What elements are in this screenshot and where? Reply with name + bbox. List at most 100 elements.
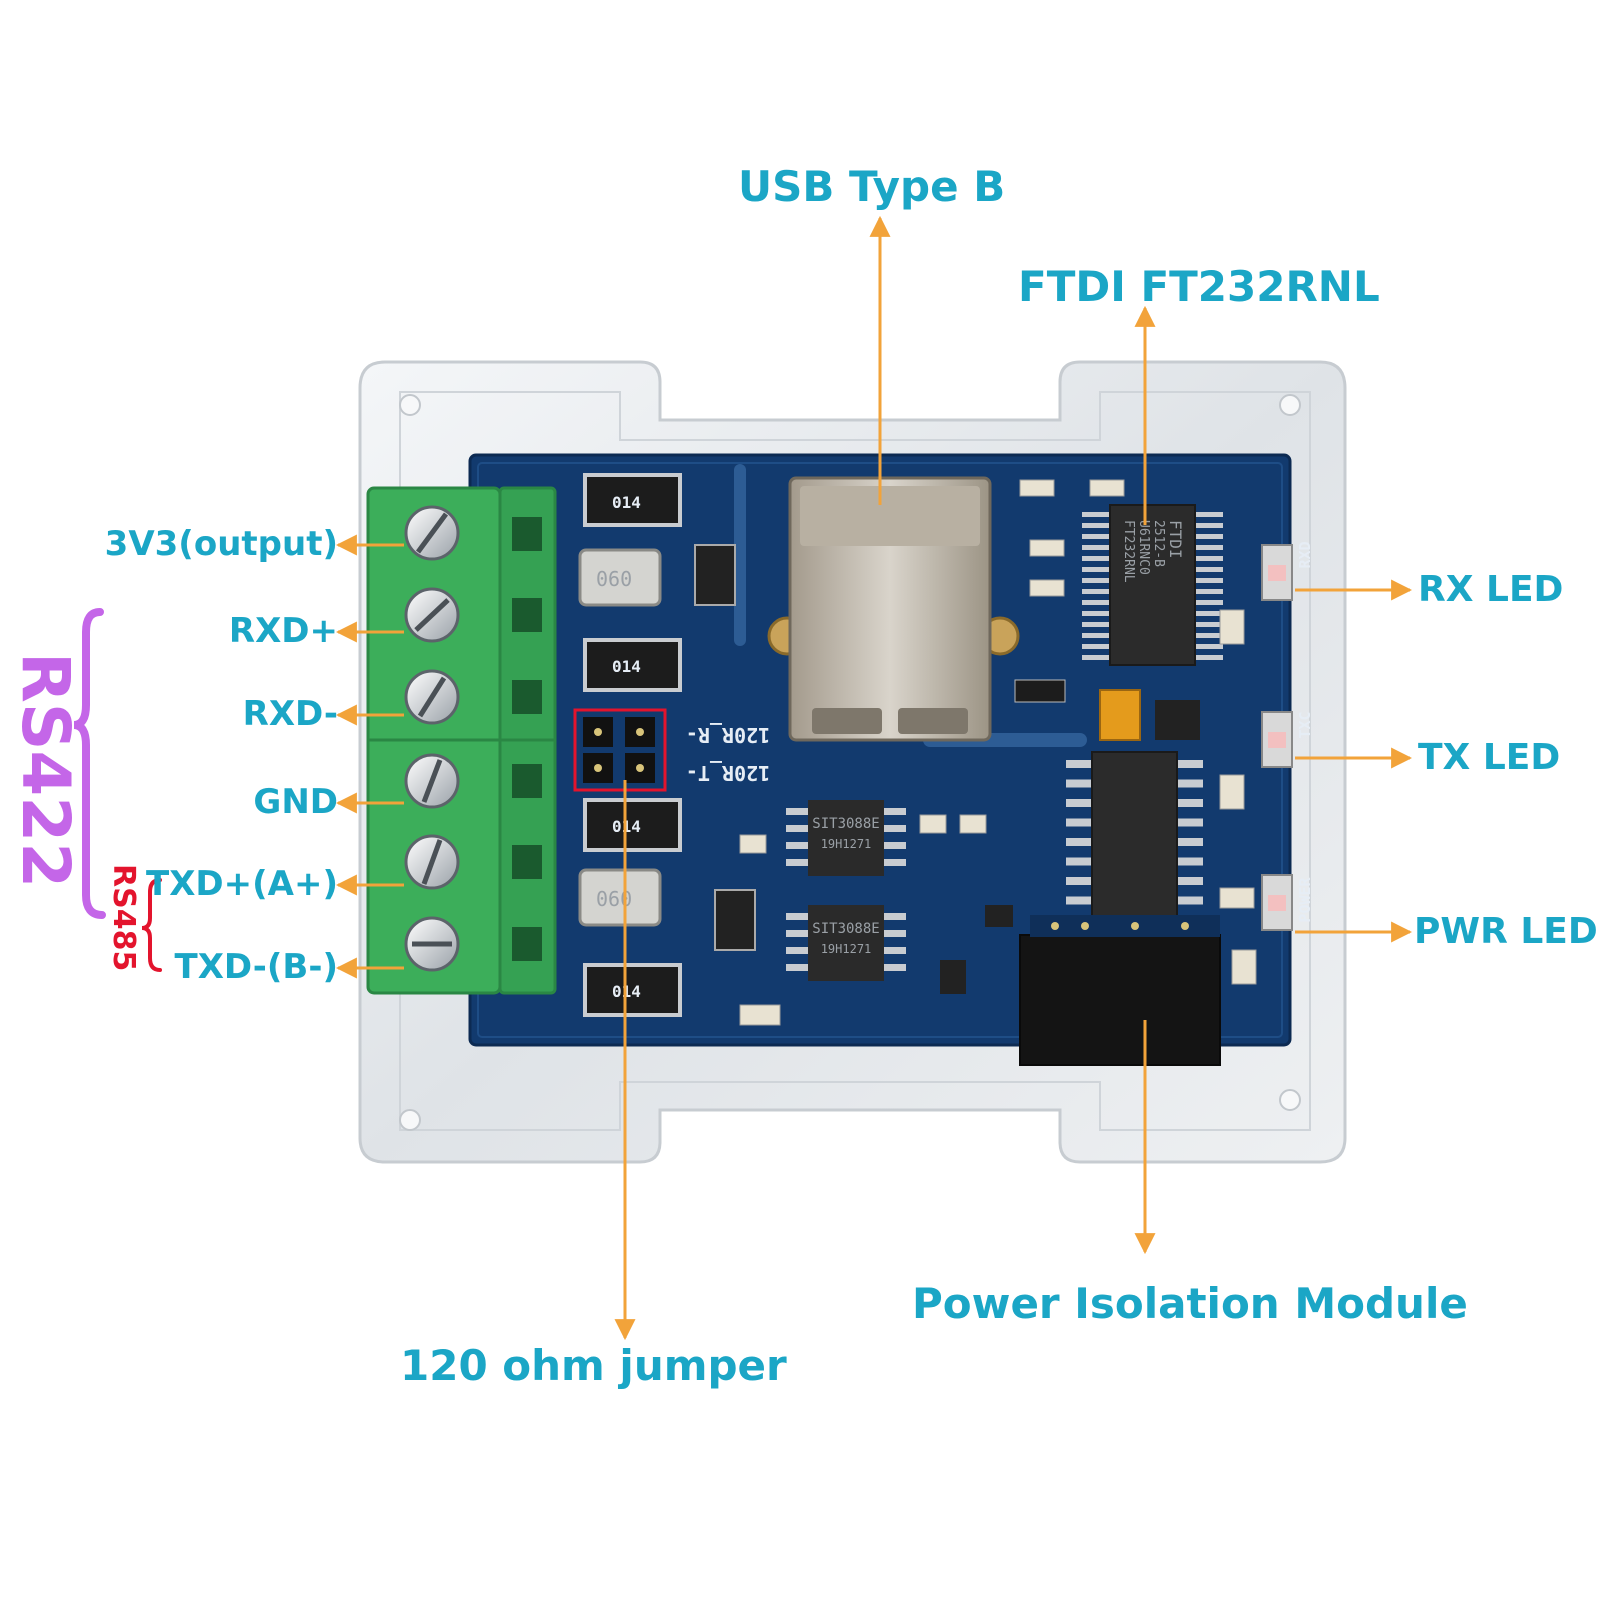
- ftdi-chip: FTDI 2512-B U61RNC0 FT232RNL: [1082, 504, 1223, 666]
- pin-gnd-label: GND: [253, 782, 338, 822]
- chip-pin: [1066, 896, 1092, 905]
- passive-components: [739, 479, 1257, 1026]
- protection-components: 014 060 014 014 060 014: [578, 473, 756, 1017]
- chip-pin: [786, 808, 808, 815]
- chip-pin: [786, 913, 808, 920]
- chip-pin: [1082, 523, 1110, 528]
- usb-connector: [767, 476, 1020, 742]
- usb-type-b-label: USB Type B: [738, 162, 1006, 211]
- terminal-block: [366, 486, 557, 995]
- chip-pin: [1195, 633, 1223, 638]
- chip-pin: [1195, 600, 1223, 605]
- chip-pin: [1082, 534, 1110, 539]
- chip-pin: [1082, 545, 1110, 550]
- chip-pin: [1177, 779, 1203, 788]
- chip-pin: [1177, 799, 1203, 807]
- fuse-marking-1: 014: [612, 493, 641, 512]
- pin-3v3-label: 3V3(output): [104, 524, 338, 564]
- chip-pin: [1195, 644, 1223, 649]
- chip-pin: [1195, 655, 1223, 660]
- transceiver-pins: [786, 808, 906, 971]
- terminal-screws: [404, 505, 460, 972]
- chip-pin: [1082, 644, 1110, 649]
- chip-pin: [1195, 567, 1223, 572]
- chip-pin: [884, 913, 906, 920]
- chip-pin: [1082, 567, 1110, 572]
- pin-txd-minus-label: TXD-(B-): [174, 947, 338, 987]
- chip-pin: [1195, 545, 1223, 550]
- chip-pin: [1177, 838, 1203, 846]
- transceiver-chips: SIT3088E 19H1271 SIT3088E 19H1271: [786, 800, 906, 981]
- jumper-r-silkscreen: 120R_R-: [686, 723, 770, 747]
- transceiver-1-line-2: 19H1271: [821, 837, 872, 851]
- pwr-led-label: PWR LED: [1414, 911, 1598, 952]
- chip-pin: [1066, 779, 1092, 788]
- chip-pin: [1195, 611, 1223, 616]
- chip-pin: [1082, 512, 1110, 517]
- chip-pin: [884, 842, 906, 849]
- status-leds: RXD TXC POWER: [1261, 541, 1314, 931]
- chip-pin: [1177, 896, 1203, 905]
- chip-pin: [884, 859, 906, 866]
- transceiver-2-line-1: SIT3088E: [812, 921, 879, 937]
- chip-pin: [1082, 633, 1110, 638]
- pin-txd-plus-label: TXD+(A+): [146, 864, 338, 904]
- chip-pin: [1082, 622, 1110, 627]
- ftdi-chip-marking: FTDI 2512-B U61RNC0 FT232RNL: [1121, 520, 1185, 583]
- ftdi-chip-line-1: FTDI: [1166, 520, 1185, 559]
- chip-pin: [884, 930, 906, 937]
- chip-pin: [1066, 838, 1092, 846]
- isolator-chip: [1066, 751, 1203, 918]
- rs422-brace: [73, 608, 106, 919]
- chip-pin: [1195, 534, 1223, 539]
- chip-pin: [786, 930, 808, 937]
- chip-pin: [1082, 556, 1110, 561]
- ftdi-chip-line-4: FT232RNL: [1121, 520, 1136, 583]
- rs422-group-label: RS422: [7, 652, 84, 889]
- ftdi-chip-line-3: U61RNC0: [1136, 520, 1151, 575]
- rxd-silkscreen: RXD: [1296, 541, 1314, 568]
- chip-pin: [1082, 578, 1110, 583]
- chip-pin: [1066, 857, 1092, 866]
- chip-pin: [884, 964, 906, 971]
- chip-pin: [1082, 655, 1110, 660]
- jumper-label: 120 ohm jumper: [400, 1341, 787, 1390]
- callout-arrows: [335, 215, 1413, 1341]
- chip-pin: [1066, 877, 1092, 885]
- chip-pin: [1195, 622, 1223, 627]
- chip-pin: [884, 808, 906, 815]
- chip-pin: [1195, 578, 1223, 583]
- fuse-marking-2: 014: [612, 657, 641, 676]
- chip-pin: [884, 825, 906, 832]
- power-silkscreen: POWER: [1296, 876, 1314, 922]
- power-isolation-module: [1019, 915, 1221, 1066]
- inductor-marking-2: 060: [596, 887, 632, 911]
- chip-pin: [1066, 799, 1092, 807]
- rs485-group-label: RS485: [106, 864, 141, 972]
- transceiver-2-line-2: 19H1271: [821, 942, 872, 956]
- chip-pin: [884, 947, 906, 954]
- tx-led-label: TX LED: [1418, 737, 1561, 778]
- chip-pin: [786, 842, 808, 849]
- terminal-wire-slots: [512, 517, 542, 961]
- chip-pin: [1082, 589, 1110, 594]
- chip-pin: [1195, 523, 1223, 528]
- chip-pin: [1177, 760, 1203, 768]
- jumper-highlight-box: [573, 708, 667, 792]
- inductor-marking-1: 060: [596, 567, 632, 591]
- pin-rxd-plus-label: RXD+: [228, 611, 338, 651]
- chip-pin: [786, 964, 808, 971]
- chip-pin: [1195, 512, 1223, 517]
- jumper-t-silkscreen: 120R_T-: [686, 761, 770, 785]
- chip-pin: [786, 947, 808, 954]
- chip-pin: [1066, 760, 1092, 768]
- ftdi-chip-line-2: 2512-B: [1151, 520, 1166, 567]
- rs485-brace: [141, 878, 162, 972]
- power-isolation-module-label: Power Isolation Module: [912, 1279, 1468, 1328]
- chip-pin: [1082, 600, 1110, 605]
- chip-pin: [1195, 589, 1223, 594]
- jumper-header: 120R_R- 120R_T-: [573, 708, 770, 792]
- chip-pin: [1177, 818, 1203, 827]
